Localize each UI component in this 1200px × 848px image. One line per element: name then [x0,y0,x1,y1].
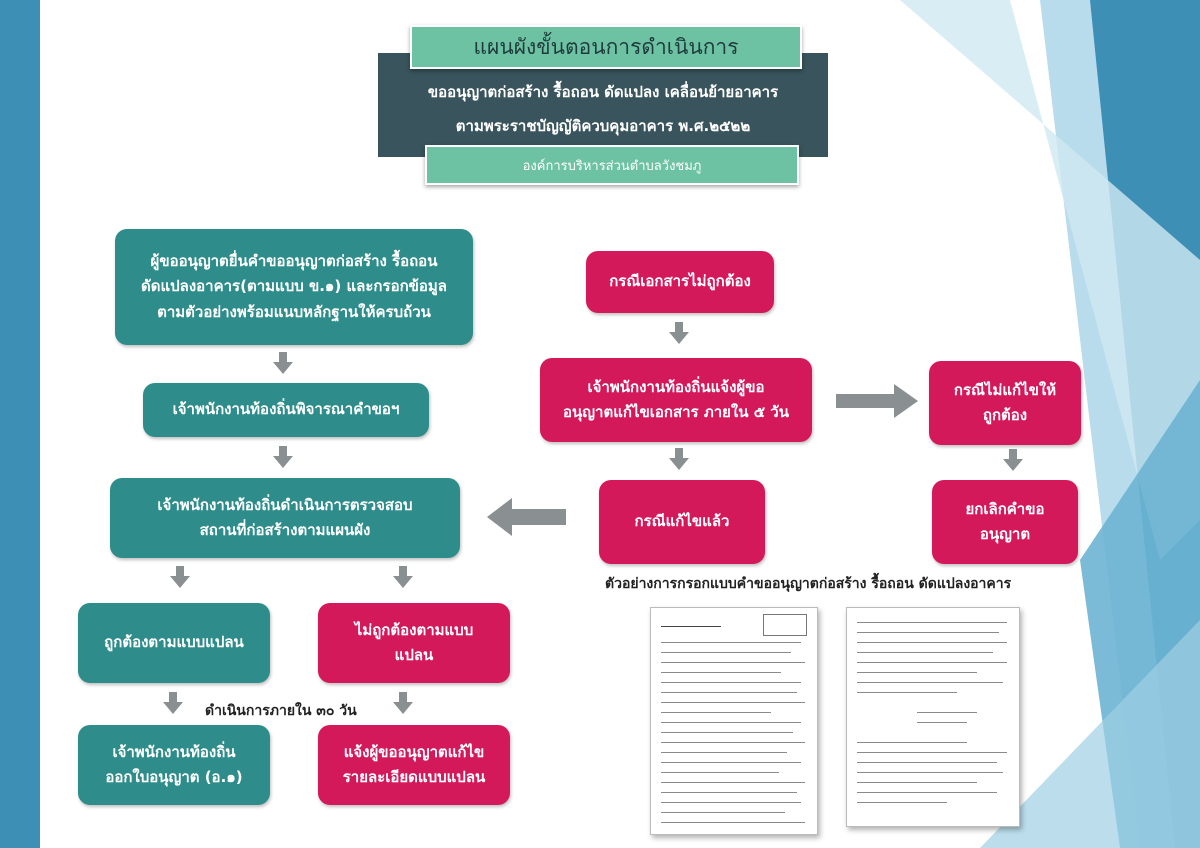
node-document-incorrect: กรณีเอกสารไม่ถูกต้อง [586,251,774,313]
arrow-inspect-to-correct [170,566,190,588]
node-notify-fix-plan: แจ้งผู้ขออนุญาตแก้ไข รายละเอียดแบบแปลน [318,725,510,805]
node-consider-text: เจ้าพนักงานท้องถิ่นพิจารณาคำขอฯ [172,400,400,419]
arrow-fixed-to-inspect [487,498,566,536]
arrow-submit-to-consider [273,352,293,374]
node-not-fixed-line-1: กรณีไม่แก้ไขให้ [953,380,1057,399]
arrow-consider-to-inspect [273,446,293,468]
node-fixed-text: กรณีแก้ไขแล้ว [634,512,730,531]
node-issue-permit-line-2: ออกใบอนุญาต (อ.๑) [105,768,243,786]
node-not-fixed: กรณีไม่แก้ไขให้ ถูกต้อง [929,361,1081,445]
arrow-notfixed-to-cancel [1003,449,1023,471]
node-issue-permit: เจ้าพนักงานท้องถิ่น ออกใบอนุญาต (อ.๑) [78,725,270,805]
node-not-fixed-line-2: ถูกต้อง [982,406,1028,424]
node-cancel-line-2: อนุญาต [979,525,1031,543]
node-submit-line-1: ผู้ขออนุญาตยื่นคำขออนุญาตก่อสร้าง รื้อถอ… [150,251,438,270]
node-cancel-request: ยกเลิกคำขอ อนุญาต [932,480,1078,564]
node-issue-permit-line-1: เจ้าพนักงานท้องถิ่น [112,742,236,761]
node-submit-line-3: ตามตัวอย่างพร้อมแนบหลักฐานให้ครบถ้วน [157,302,431,321]
arrow-incorrect-to-notify [393,692,413,714]
arrow-notify-to-notfixed [836,384,918,418]
node-notify-fix-document-line-2: อนุญาตแก้ไขเอกสาร ภายใน ๕ วัน [563,403,789,421]
node-inspect-site: เจ้าพนักงานท้องถิ่นดำเนินการตรวจสอบ สถาน… [110,478,460,558]
node-incorrect-plan-line-2: แปลน [394,646,434,664]
label-within-30-days: ดำเนินการภายใน ๓๐ วัน [205,703,357,719]
header-line-1: ขออนุญาตก่อสร้าง รื้อถอน ดัดแปลง เคลื่อน… [427,83,779,101]
node-inspect-line-1: เจ้าพนักงานท้องถิ่นดำเนินการตรวจสอบ [157,495,413,514]
node-correct-plan-text: ถูกต้องตามแบบแปลน [104,633,244,652]
header-line-2: ตามพระราชบัญญัติควบคุมอาคาร พ.ศ.๒๕๒๒ [455,117,751,135]
header-organization: องค์การบริหารส่วนตำบลวังชมภู [425,145,799,185]
node-consider-request: เจ้าพนักงานท้องถิ่นพิจารณาคำขอฯ [143,383,429,437]
node-incorrect-plan: ไม่ถูกต้องตามแบบ แปลน [318,603,510,683]
node-inspect-line-2: สถานที่ก่อสร้างตามแผนผัง [199,521,371,539]
header-title: แผนผังขั้นตอนการดำเนินการ [410,25,802,69]
node-cancel-line-1: ยกเลิกคำขอ [965,499,1045,518]
node-notify-fix-document-line-1: เจ้าพนักงานท้องถิ่นแจ้งผู้ขอ [587,377,765,396]
node-submit-line-2: ดัดแปลงอาคาร(ตามแบบ ข.๑) และกรอกข้อมูล [140,277,447,296]
arrow-notify-to-fixed [669,448,689,470]
node-fixed: กรณีแก้ไขแล้ว [599,480,765,564]
header-subtitle-block: ขออนุญาตก่อสร้าง รื้อถอน ดัดแปลง เคลื่อน… [378,53,828,157]
node-notify-fix-plan-line-1: แจ้งผู้ขออนุญาตแก้ไข [343,742,485,761]
node-correct-plan: ถูกต้องตามแบบแปลน [78,603,270,683]
node-notify-fix-document: เจ้าพนักงานท้องถิ่นแจ้งผู้ขอ อนุญาตแก้ไข… [540,358,812,442]
node-submit-request: ผู้ขออนุญาตยื่นคำขออนุญาตก่อสร้าง รื้อถอ… [115,229,473,345]
form-example-page-2 [846,607,1020,827]
form-example-page-1 [650,607,818,835]
node-document-incorrect-text: กรณีเอกสารไม่ถูกต้อง [609,272,751,291]
arrow-inspect-to-incorrect [393,566,413,588]
node-notify-fix-plan-line-2: รายละเอียดแบบแปลน [342,768,486,786]
node-incorrect-plan-line-1: ไม่ถูกต้องตามแบบ [354,620,474,639]
arrow-docincorrect-to-notify [669,322,689,344]
left-blue-band [0,0,40,848]
arrow-correct-to-issue [163,692,183,714]
label-form-example: ตัวอย่างการกรอกแบบคำขออนุญาตก่อสร้าง รื้… [605,576,1012,592]
